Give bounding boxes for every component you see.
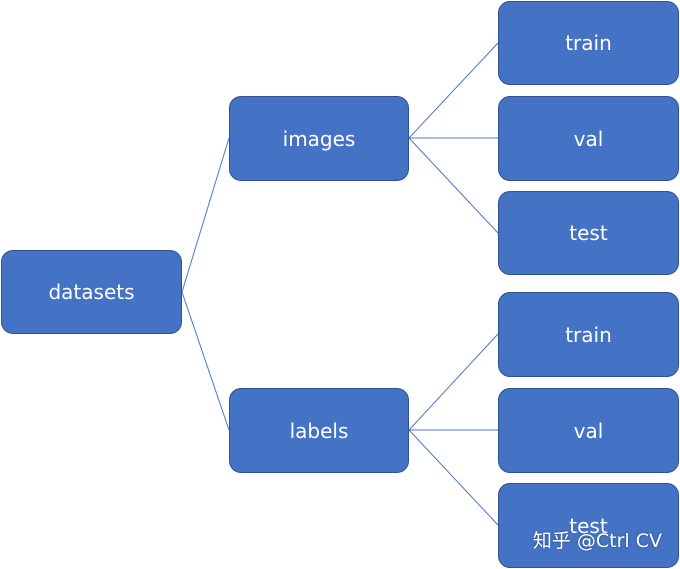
node-datasets-label: datasets xyxy=(48,280,135,304)
node-labels-train-label: train xyxy=(565,322,612,347)
node-labels-test-label: test xyxy=(569,513,608,538)
node-images-test: test xyxy=(498,191,679,275)
node-images-val-label: val xyxy=(573,126,604,151)
watermark-text: 知乎 @Ctrl CV xyxy=(532,530,662,552)
node-images-label: images xyxy=(282,126,356,151)
connector-images-train xyxy=(408,42,499,139)
node-datasets: datasets xyxy=(1,250,182,334)
node-labels: labels xyxy=(229,388,409,473)
node-images-train: train xyxy=(498,1,679,85)
connector-datasets-labels xyxy=(181,291,230,431)
node-images-train-label: train xyxy=(565,31,612,55)
node-images-test-label: test xyxy=(569,221,608,245)
connector-labels-test xyxy=(408,429,499,526)
node-labels-label: labels xyxy=(289,418,349,443)
node-images-val: val xyxy=(498,96,679,181)
node-images: images xyxy=(229,96,409,181)
connector-images-test xyxy=(408,137,499,234)
node-labels-val-label: val xyxy=(573,418,604,443)
node-labels-train: train xyxy=(498,292,679,377)
connector-datasets-images xyxy=(181,137,230,293)
connector-labels-train xyxy=(408,333,499,431)
node-labels-val: val xyxy=(498,388,679,473)
node-labels-test: test xyxy=(498,483,679,568)
